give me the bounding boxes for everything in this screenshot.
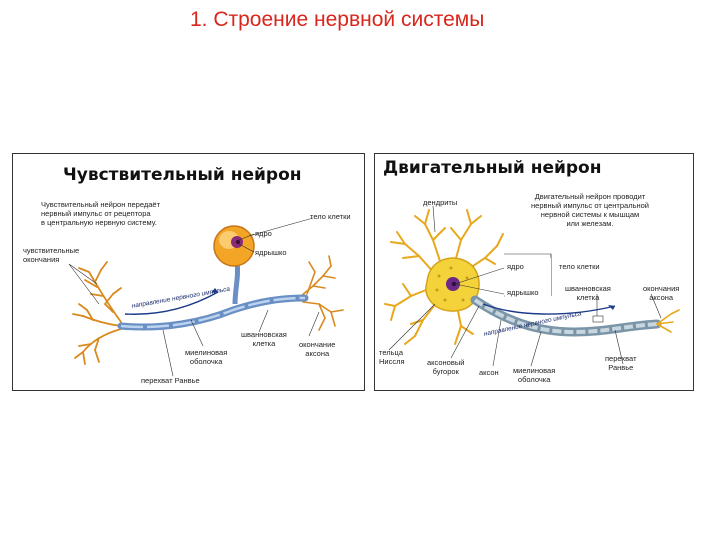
label-schwann-cell: шванновская клетка [241, 330, 287, 348]
sensory-title: Чувствительный нейрон [63, 165, 302, 185]
motor-dendrites [384, 209, 504, 345]
schwann-marker [592, 315, 604, 323]
label-dendrites: дендриты [423, 198, 458, 207]
motor-axon-endings [656, 309, 680, 333]
motor-neuron-illustration [384, 205, 680, 367]
label-myelin: миелиновая оболочка [185, 348, 228, 366]
motor-impulse-arrow-head [608, 305, 615, 310]
myelin-segments [120, 296, 306, 329]
sensory-nucleolus [236, 240, 240, 244]
motor-leader-lines [388, 205, 662, 367]
label-motor-cell-body: тело клетки [559, 262, 600, 271]
motor-description: Двигательный нейрон проводит нервный имп… [531, 192, 649, 228]
motor-title: Двигательный нейрон [383, 158, 602, 178]
motor-impulse-arrow [482, 303, 616, 315]
axon-ending-branches [300, 255, 344, 331]
nissl-bodies [435, 266, 469, 302]
label-motor-axon-endings: окончания аксона [643, 284, 680, 302]
sensory-endings-branches [72, 261, 122, 365]
label-axon: аксон [479, 368, 499, 377]
cell-stalk [232, 261, 241, 305]
label-motor-nucleus: ядро [507, 262, 524, 271]
motor-neuron-panel: Двигательный нейрон дендриты Двигательны… [374, 153, 694, 391]
impulse-arrow-head [211, 288, 218, 293]
impulse-arrow [124, 291, 219, 315]
slide-title: 1. Строение нервной системы [190, 8, 485, 31]
label-motor-myelin: миелиновая оболочка [513, 366, 556, 384]
sensory-neuron-illustration [68, 217, 344, 377]
label-motor-schwann: шванновская клетка [565, 284, 611, 302]
label-motor-ranvier: перехват Ранвье [605, 354, 637, 372]
motor-myelin-segments [473, 298, 658, 335]
sensory-leader-lines [68, 217, 320, 377]
label-sensory-endings: чувствительные окончания [23, 246, 80, 264]
sensory-description: Чувствительный нейрон передаёт нервный и… [41, 200, 161, 227]
label-nucleus: ядро [255, 229, 272, 238]
label-nucleolus: ядрышко [255, 248, 287, 257]
label-cell-body: тело клетки [310, 212, 351, 221]
motor-nucleolus [451, 281, 457, 287]
label-ranvier: перехват Ранвье [141, 376, 200, 385]
label-axon-hillock: аксоновый бугорок [427, 358, 465, 376]
label-motor-nucleolus: ядрышко [507, 288, 539, 297]
label-box [505, 258, 551, 298]
label-nissl: тельца Ниссля [379, 348, 405, 366]
sensory-neuron-panel: Чувствительный нейрон Чувствительный ней… [12, 153, 365, 391]
label-axon-ending: окончание аксона [299, 340, 336, 358]
